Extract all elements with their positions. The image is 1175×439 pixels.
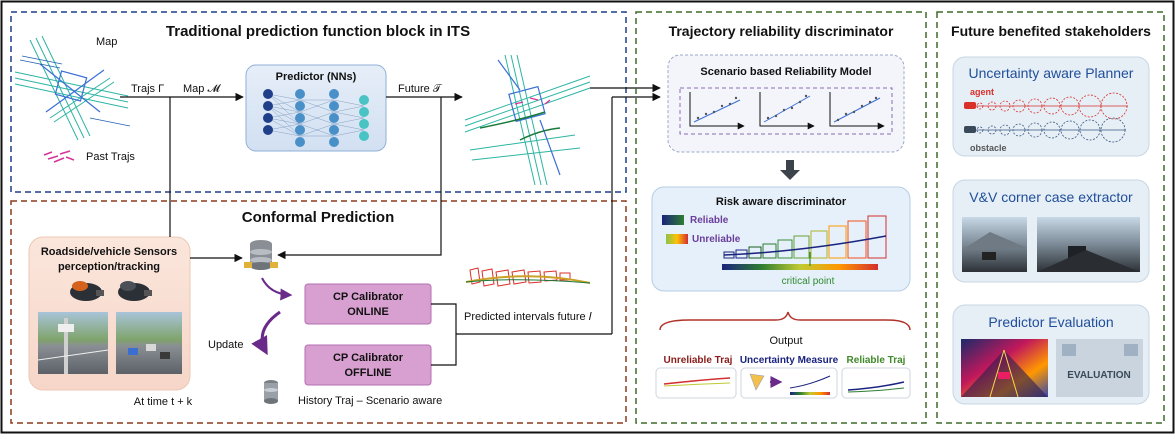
eval-card: Predictor Evaluation EVALUATION — [952, 304, 1150, 405]
roadside-photo — [37, 312, 109, 374]
planner-title: Uncertainty aware Planner — [969, 65, 1134, 81]
discriminator-title: Trajectory reliability discriminator — [669, 23, 894, 39]
traditional-block: Traditional prediction function block in… — [10, 11, 627, 193]
vv-title: V&V corner case extractor — [969, 189, 1133, 205]
traffic-photo — [116, 312, 182, 374]
out-reliable: Reliable Traj — [847, 355, 906, 366]
obstacle-label: obstacle — [970, 143, 1007, 153]
history-database-icon — [264, 380, 278, 404]
online-line2: ONLINE — [347, 306, 389, 318]
uncertainty-intervals-graphic — [723, 215, 887, 259]
past-trajs-glyph — [43, 150, 75, 163]
time-label: At time t + k — [134, 396, 193, 408]
cp-calibrator-online: CP Calibrator ONLINE — [304, 283, 432, 325]
discriminator-block: Trajectory reliability discriminator Sce… — [635, 11, 927, 424]
risk-discriminator-panel: Risk aware discriminator Reliable Unreli… — [651, 186, 911, 292]
map-label: Map — [96, 36, 117, 48]
sensors-title-line2: perception/tracking — [58, 261, 160, 273]
database-icon — [244, 240, 278, 270]
legend-unreliable: Unreliable — [692, 234, 741, 245]
calibrator-bracket — [431, 303, 457, 366]
corner-case-photo-2 — [1037, 217, 1140, 272]
map-input-label: Map 𝓜 — [183, 83, 221, 95]
stakeholders-title: Future benefited stakeholders — [951, 23, 1151, 39]
scatter-thumb-2 — [759, 92, 815, 130]
db-to-online-arrow — [261, 277, 293, 301]
sensors-title-line1: Roadside/vehicle Sensors — [41, 246, 177, 258]
update-label: Update — [208, 339, 243, 351]
neon-road-photo — [961, 339, 1048, 398]
conformal-block: Conformal Prediction Roadside/vehicle Se… — [10, 83, 661, 424]
online-line1: CP Calibrator — [333, 291, 404, 303]
conformal-title: Conformal Prediction — [242, 209, 395, 226]
map-graphic — [14, 35, 131, 141]
stakeholders-block: Future benefited stakeholders Uncertaint… — [936, 11, 1165, 424]
future-to-db-arrow — [277, 97, 442, 260]
critical-point-label: critical point — [782, 276, 835, 287]
sensor-device-icon-right — [118, 281, 152, 301]
past-trajs-label: Past Trajs — [86, 151, 135, 163]
eval-image-text: EVALUATION — [1067, 370, 1131, 381]
trajs-label: Trajs Γ — [131, 83, 164, 95]
scenario-model-panel: Scenario based Reliability Model — [667, 54, 905, 153]
legend-reliable-swatch — [662, 215, 684, 225]
future-map-graphic — [464, 54, 591, 186]
output-unreliable-card: Unreliable Traj — [655, 355, 737, 399]
evaluation-image: EVALUATION — [1056, 339, 1143, 397]
update-arrow — [251, 310, 281, 356]
traditional-title: Traditional prediction function block in… — [166, 23, 470, 40]
offline-line1: CP Calibrator — [333, 352, 404, 364]
corner-case-photo-1 — [962, 217, 1027, 272]
scenario-model-title: Scenario based Reliability Model — [700, 66, 871, 78]
output-label: Output — [769, 335, 802, 347]
scatter-thumb-1 — [689, 92, 745, 130]
future-label: Future 𝒯 — [398, 83, 443, 95]
eval-title: Predictor Evaluation — [988, 314, 1113, 330]
legend-reliable: Reliable — [690, 215, 729, 226]
sensors-panel: Roadside/vehicle Sensors perception/trac… — [28, 236, 191, 391]
agent-label: agent — [970, 87, 994, 97]
vv-card: V&V corner case extractor — [952, 179, 1150, 283]
history-label: History Traj – Scenario aware — [298, 395, 442, 407]
output-reliable-card: Reliable Traj — [841, 355, 911, 399]
out-measure: Uncertainty Measure — [740, 355, 839, 366]
intervals-label: Predicted intervals future 𝐼 — [464, 311, 592, 323]
offline-line2: OFFLINE — [344, 367, 391, 379]
agent-car-icon — [964, 102, 976, 109]
output-brace — [659, 311, 911, 331]
out-unreliable: Unreliable Traj — [664, 355, 733, 366]
cp-calibrator-offline: CP Calibrator OFFLINE — [304, 344, 432, 386]
risk-scale-bar — [722, 264, 878, 270]
neural-network-icon — [263, 89, 369, 147]
predictor-box: Predictor (NNs) — [245, 64, 387, 152]
predictor-title: Predictor (NNs) — [276, 71, 357, 83]
risk-title: Risk aware discriminator — [716, 196, 847, 208]
planner-card: Uncertainty aware Planner agent obstacle — [952, 56, 1150, 157]
predicted-intervals-graphic — [465, 267, 591, 287]
output-measure-card: Uncertainty Measure — [740, 355, 839, 399]
down-arrow-icon — [780, 160, 800, 180]
scatter-thumb-3 — [829, 92, 885, 130]
obstacle-car-icon — [964, 126, 976, 133]
legend-unreliable-swatch — [666, 234, 688, 244]
sensor-device-icon-left — [70, 281, 104, 301]
